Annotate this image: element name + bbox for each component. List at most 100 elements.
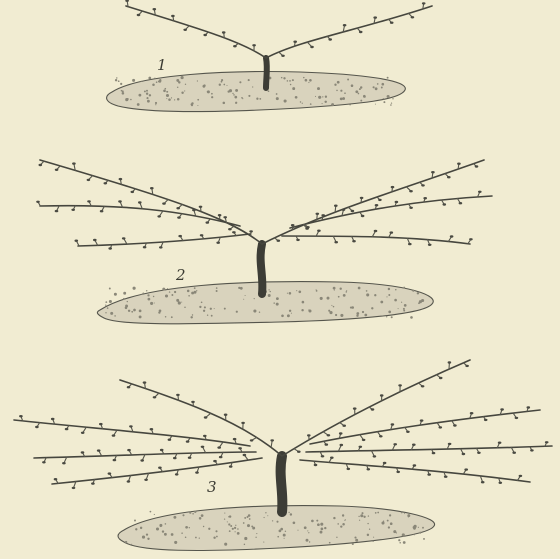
ground-speck [252, 527, 255, 530]
ground-speck [166, 91, 168, 93]
bud-tip [75, 240, 79, 242]
bud-tip [431, 171, 435, 173]
ground-speck [224, 543, 227, 546]
ground-speck [285, 531, 286, 532]
bud-tip [229, 465, 233, 467]
ground-speck [291, 313, 292, 314]
figure-1-label: 1 [157, 56, 167, 74]
ground-speck [368, 515, 369, 516]
bud-tip [201, 446, 205, 448]
ground-speck [344, 92, 346, 94]
ground-speck [369, 529, 370, 530]
ground-speck [244, 544, 245, 545]
ground-speck [142, 292, 144, 294]
ground-speck [235, 103, 236, 104]
ground-speck [223, 102, 226, 105]
bud-tip [296, 239, 300, 241]
bud-tip [175, 473, 179, 475]
ground-speck [259, 98, 261, 100]
bud-tip [342, 425, 346, 427]
branch-buds [39, 161, 253, 236]
ground-speck [295, 96, 298, 99]
ground-speck [185, 526, 188, 529]
bud-tip [241, 422, 245, 424]
ground-speck [410, 316, 413, 319]
ground-speck [191, 104, 193, 106]
ground-speck [268, 294, 271, 297]
bud-tip [127, 386, 131, 388]
bud-tip [112, 434, 116, 436]
ground-speck [234, 96, 237, 99]
ground-speck [164, 533, 167, 536]
ground-speck [253, 309, 256, 312]
ground-speck [123, 292, 126, 295]
ground-speck [290, 84, 292, 86]
ground-speck [377, 83, 379, 85]
ground-speck [354, 537, 356, 539]
ground-speck [122, 92, 125, 95]
ground-speck [373, 86, 375, 88]
bud-tip [177, 216, 181, 218]
ground-speck [311, 520, 314, 523]
bud-tip [81, 451, 85, 453]
bud-tip [411, 16, 415, 18]
ground-speck [389, 514, 391, 516]
ground-speck [265, 512, 266, 513]
ground-speck [196, 290, 197, 291]
bud-tip [281, 55, 285, 57]
ground-speck [320, 297, 323, 300]
ground-speck [223, 84, 225, 86]
ground-speck [224, 518, 225, 519]
ground-speck [208, 528, 210, 530]
bud-tip [310, 46, 314, 48]
bud-tip [277, 240, 281, 242]
bud-tip [360, 197, 364, 199]
ground-speck [190, 316, 192, 318]
ground-speck [156, 527, 159, 530]
ground-speck [216, 290, 218, 292]
bud-tip [325, 443, 329, 445]
ground-speck [189, 512, 191, 514]
ground-speck [149, 94, 151, 96]
figure-3-left-arm-3 [52, 458, 262, 484]
bud-tip [131, 191, 135, 193]
bud-tip [218, 214, 222, 216]
ground-speck [197, 80, 198, 81]
bud-tip [481, 481, 485, 483]
bud-tip [19, 415, 23, 417]
ground-speck [147, 294, 149, 296]
ground-speck [210, 308, 212, 310]
ground-speck [413, 534, 414, 535]
ground-speck [281, 77, 283, 79]
bud-tip [291, 224, 295, 226]
ground-speck [224, 308, 226, 310]
ground-speck [423, 538, 425, 540]
ground-speck [322, 103, 323, 104]
ground-speck [360, 514, 363, 517]
ground-speck [335, 314, 337, 316]
ground-speck [316, 520, 318, 522]
ground-speck [232, 93, 233, 94]
bud-tip [390, 231, 394, 233]
ground-speck [150, 511, 152, 513]
ground-speck [292, 79, 294, 81]
ground-speck [302, 301, 305, 304]
ground-speck [404, 513, 405, 514]
bud-tip [51, 418, 55, 420]
bud-tip [93, 239, 97, 241]
ground-speck [146, 533, 148, 535]
ground-speck [324, 527, 326, 529]
bud-tip [119, 178, 123, 180]
bud-tip [314, 464, 318, 466]
ground-speck [177, 87, 178, 88]
ground-speck [387, 77, 389, 79]
bud-tip [359, 31, 363, 33]
ground-speck [418, 527, 419, 528]
ground-speck [264, 517, 265, 518]
ground-speck [247, 524, 250, 527]
bud-tip [475, 165, 479, 167]
ground-speck [207, 90, 210, 93]
ground-speck [394, 299, 397, 302]
bud-tip [453, 424, 457, 426]
ground-speck [310, 103, 312, 105]
